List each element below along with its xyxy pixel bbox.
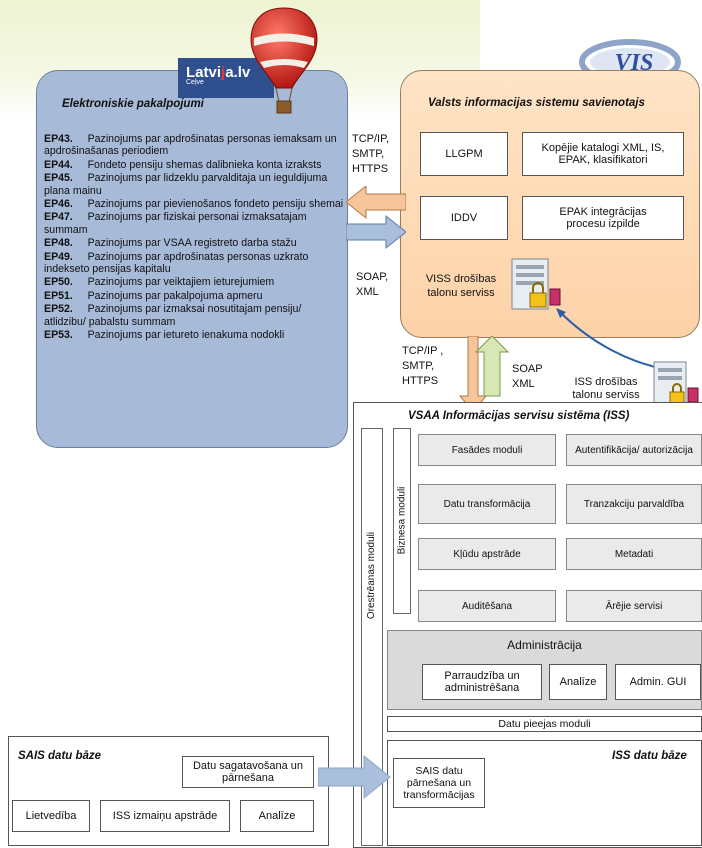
- list-item: EP48. Pazinojums par VSAA registreto dar…: [44, 237, 297, 250]
- electronic-services-list: EP43. Pazinojums par apdrošinatas person…: [44, 133, 344, 343]
- transaction-management-box: Tranzakciju parvaldība: [566, 484, 702, 524]
- business-modules-label: Biznesa moduli: [396, 486, 408, 554]
- arrows-horizontal: [346, 186, 406, 250]
- analysis-admin-box: Analīze: [549, 664, 607, 700]
- protocol-label-soap-left: SOAP, XML: [356, 271, 389, 298]
- list-item: EP52. Pazinojums par izmaksai nosutitaja…: [44, 303, 302, 328]
- data-transformation-box: Datu transformācija: [418, 484, 556, 524]
- error-handling-box: Kļūdu apstrāde: [418, 538, 556, 570]
- auditing-box: Auditēšana: [418, 590, 556, 622]
- arrow-left: [346, 186, 406, 220]
- sais-to-iss-arrow: [318, 754, 391, 800]
- sais-transfer-box: SAIS datu pārnešana un transformācijas: [393, 758, 485, 808]
- business-modules: [393, 428, 411, 614]
- epak-integration-box: EPAK integrācijas procesu izpilde: [522, 196, 684, 240]
- iss-token-service-label: ISS drošības talonu serviss: [572, 376, 640, 401]
- list-item: EP46. Pazinojums par pievienošanos fonde…: [44, 198, 344, 211]
- list-item: EP45. Pazinojums par lidzeklu parvaldita…: [44, 172, 328, 197]
- orchestration-label: Orestrēanas moduli: [366, 531, 378, 619]
- iddv-box: IDDV: [420, 196, 508, 240]
- protocol-label-soap-right: SOAP XML: [512, 363, 543, 390]
- data-access-modules: Datu pieejas moduli: [387, 716, 702, 732]
- list-item: EP44. Fondeto pensiju shemas dalibnieka …: [44, 158, 322, 171]
- llgpm-box: LLGPM: [420, 132, 508, 176]
- monitoring-box: Parraudzība un administrēšana: [422, 664, 542, 700]
- electronic-services-title: Elektroniskie pakalpojumi: [62, 98, 204, 110]
- external-services-box: Ārējie servisi: [566, 590, 702, 622]
- iss-title: VSAA Informācijas servisu sistēma (ISS): [408, 410, 630, 422]
- authentication-box: Autentifikācija/ autorizācija: [566, 434, 702, 466]
- analysis-box: Analīze: [240, 800, 314, 832]
- administration-title: Administrācija: [507, 638, 582, 652]
- metadata-box: Metadati: [566, 538, 702, 570]
- viss-token-service-label: VISS drošības talonu serviss: [425, 273, 497, 299]
- server-lock-icon: [653, 361, 699, 409]
- list-item: EP51. Pazinojums par pakalpojuma apmeru: [44, 289, 263, 302]
- iss-change-processing-box: ISS izmaiņu apstrāde: [100, 800, 230, 832]
- state-systems-connector-title: Valsts informacijas sistemu savienotajs: [428, 97, 645, 109]
- protocol-label-top: TCP/IP, SMTP, HTTPS: [352, 133, 390, 175]
- arrow-right: [346, 214, 406, 250]
- admin-gui-box: Admin. GUI: [615, 664, 701, 700]
- list-item: EP53. Pazinojums par ietureto ienakuma n…: [44, 329, 285, 342]
- list-item: EP49. Pazinojums par apdrošinatas person…: [44, 250, 309, 276]
- electronic-services-panel: [36, 70, 348, 448]
- list-item: EP43. Pazinojums par apdrošinatas person…: [44, 133, 337, 158]
- list-item: EP47. Pazinojums par fiziskai personai i…: [44, 211, 307, 236]
- sais-database-title: SAIS datu bāze: [18, 750, 102, 762]
- arrows-vertical: [458, 336, 510, 412]
- records-management-box: Lietvedība: [12, 800, 90, 832]
- iss-database-title: ISS datu bāze: [612, 750, 687, 762]
- protocol-label-middle: TCP/IP , SMTP, HTTPS: [402, 345, 444, 387]
- arrow-up: [474, 336, 510, 397]
- balloon-icon: [250, 7, 318, 114]
- data-preparation-box: Datu sagatavošana un pārnešana: [182, 756, 314, 788]
- facade-modules-box: Fasādes moduli: [418, 434, 556, 466]
- shared-catalogs-box: Kopējie katalogi XML, IS, EPAK, klasifik…: [522, 132, 684, 176]
- list-item: EP50. Pazinojums par veiktajiem ietureju…: [44, 276, 275, 289]
- server-lock-icon: [511, 258, 561, 310]
- latvija-logo: Latvija.lv Ceļve: [178, 58, 274, 98]
